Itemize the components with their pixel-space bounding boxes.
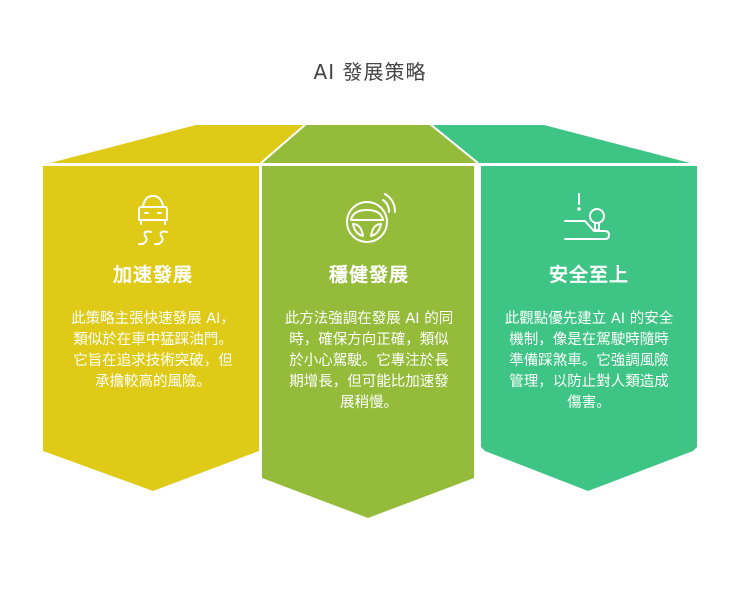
- teal-body: [481, 166, 697, 491]
- description-accelerate: 此策略主張快速發展 AI，類似於在車中猛踩油門。它旨在追求技術突破，但承擔較高的…: [71, 311, 235, 390]
- yellow-body: [43, 166, 259, 491]
- teal-top-face: [431, 125, 690, 163]
- heading-steady: 穩健發展: [328, 264, 409, 286]
- heading-safety: 安全至上: [548, 264, 629, 286]
- car-skid-icon: [138, 195, 168, 245]
- column-safety: 安全至上 此觀點優先建立 AI 的安全機制，像是在駕駛時隨時準備踩煞車。它強調風…: [484, 190, 694, 414]
- column-steady: 穩健發展 此方法強調在發展 AI 的同時，確保方向正確，類似於小心駕駛。它專注於…: [264, 190, 474, 414]
- brake-pedal-warning-icon: [564, 193, 610, 240]
- column-accelerate: 加速發展 此策略主張快速發展 AI，類似於在車中猛踩油門。它旨在追求技術突破，但…: [48, 190, 258, 393]
- page-title: AI 發展策略: [313, 60, 427, 84]
- description-steady: 此方法強調在發展 AI 的同時，確保方向正確，類似於小心駕駛。它專注於長期增長，…: [284, 311, 454, 411]
- green-body: [262, 166, 474, 518]
- description-safety: 此觀點優先建立 AI 的安全機制，像是在駕駛時隨時準備踩煞車。它強調風險管理，以…: [504, 311, 674, 411]
- yellow-top-face: [50, 125, 305, 163]
- heading-accelerate: 加速發展: [112, 264, 193, 286]
- green-top-face: [261, 125, 478, 163]
- steering-wheel-icon: [346, 193, 396, 243]
